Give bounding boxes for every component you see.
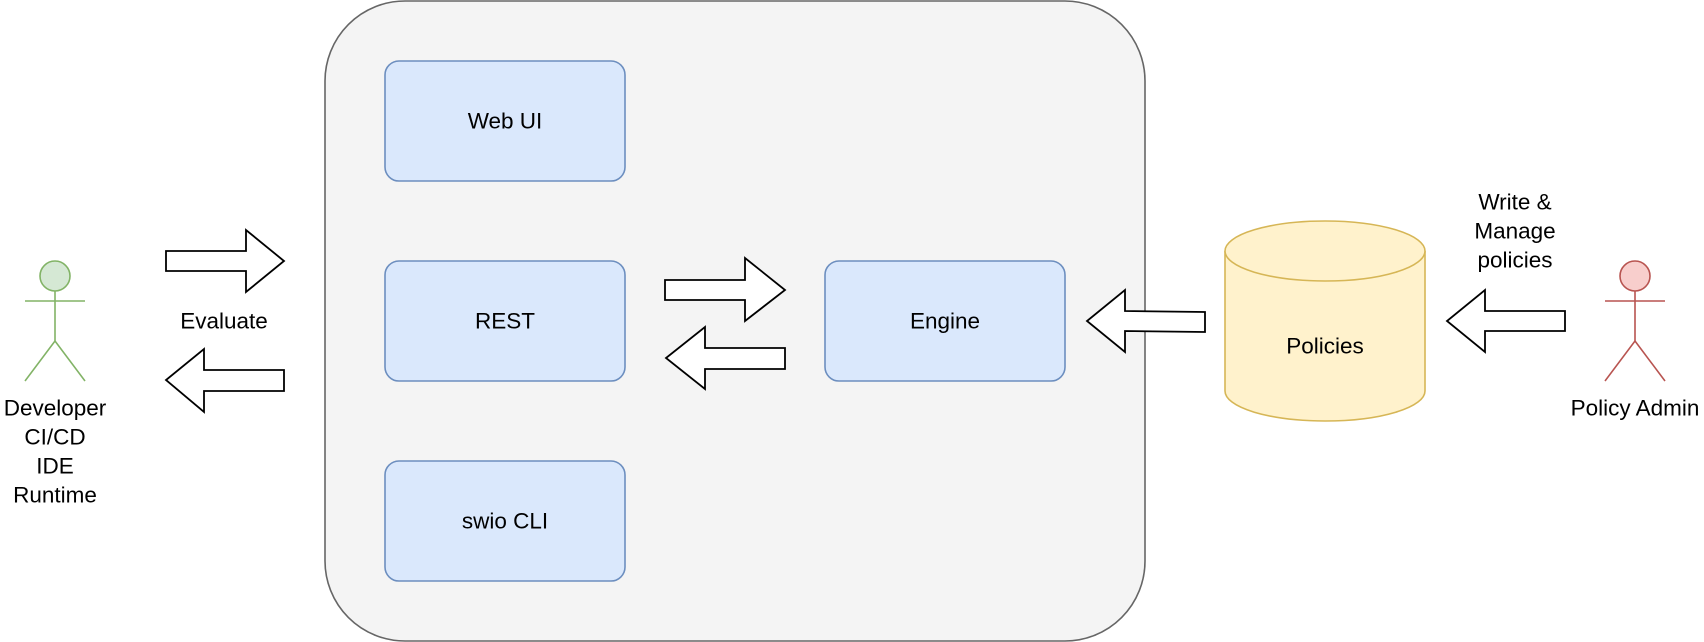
developer-label-line-3: IDE	[36, 454, 74, 479]
arrow-engine-to-rest	[664, 325, 786, 391]
write-manage-line-3: policies	[1477, 248, 1552, 273]
policy-admin-label: Policy Admin	[1571, 396, 1700, 421]
policies-database: Policies	[1224, 220, 1426, 422]
write-manage-line-1: Write &	[1478, 190, 1551, 215]
web-ui-box: Web UI	[384, 60, 626, 182]
write-manage-line-2: Manage	[1474, 219, 1555, 244]
policy-admin-actor-icon	[1604, 260, 1666, 382]
arrow-evaluate-response	[164, 347, 285, 414]
arrow-evaluate-request	[165, 228, 286, 294]
rest-box: REST	[384, 260, 626, 382]
evaluate-label: Evaluate	[180, 309, 268, 334]
rest-label: REST	[475, 309, 535, 334]
developer-actor-icon	[24, 260, 86, 382]
swio-cli-box: swio CLI	[384, 460, 626, 582]
arrow-admin-to-policies	[1445, 288, 1566, 354]
developer-label-line-2: CI/CD	[24, 425, 85, 450]
arrow-policies-to-engine	[1085, 288, 1206, 354]
engine-label: Engine	[910, 309, 980, 334]
arrow-rest-to-engine	[664, 256, 787, 323]
policies-label: Policies	[1286, 334, 1364, 359]
swio-cli-label: swio CLI	[462, 509, 548, 534]
developer-label-line-4: Runtime	[13, 483, 97, 508]
web-ui-label: Web UI	[468, 109, 543, 134]
developer-label-line-1: Developer	[4, 396, 107, 421]
engine-box: Engine	[824, 260, 1066, 382]
